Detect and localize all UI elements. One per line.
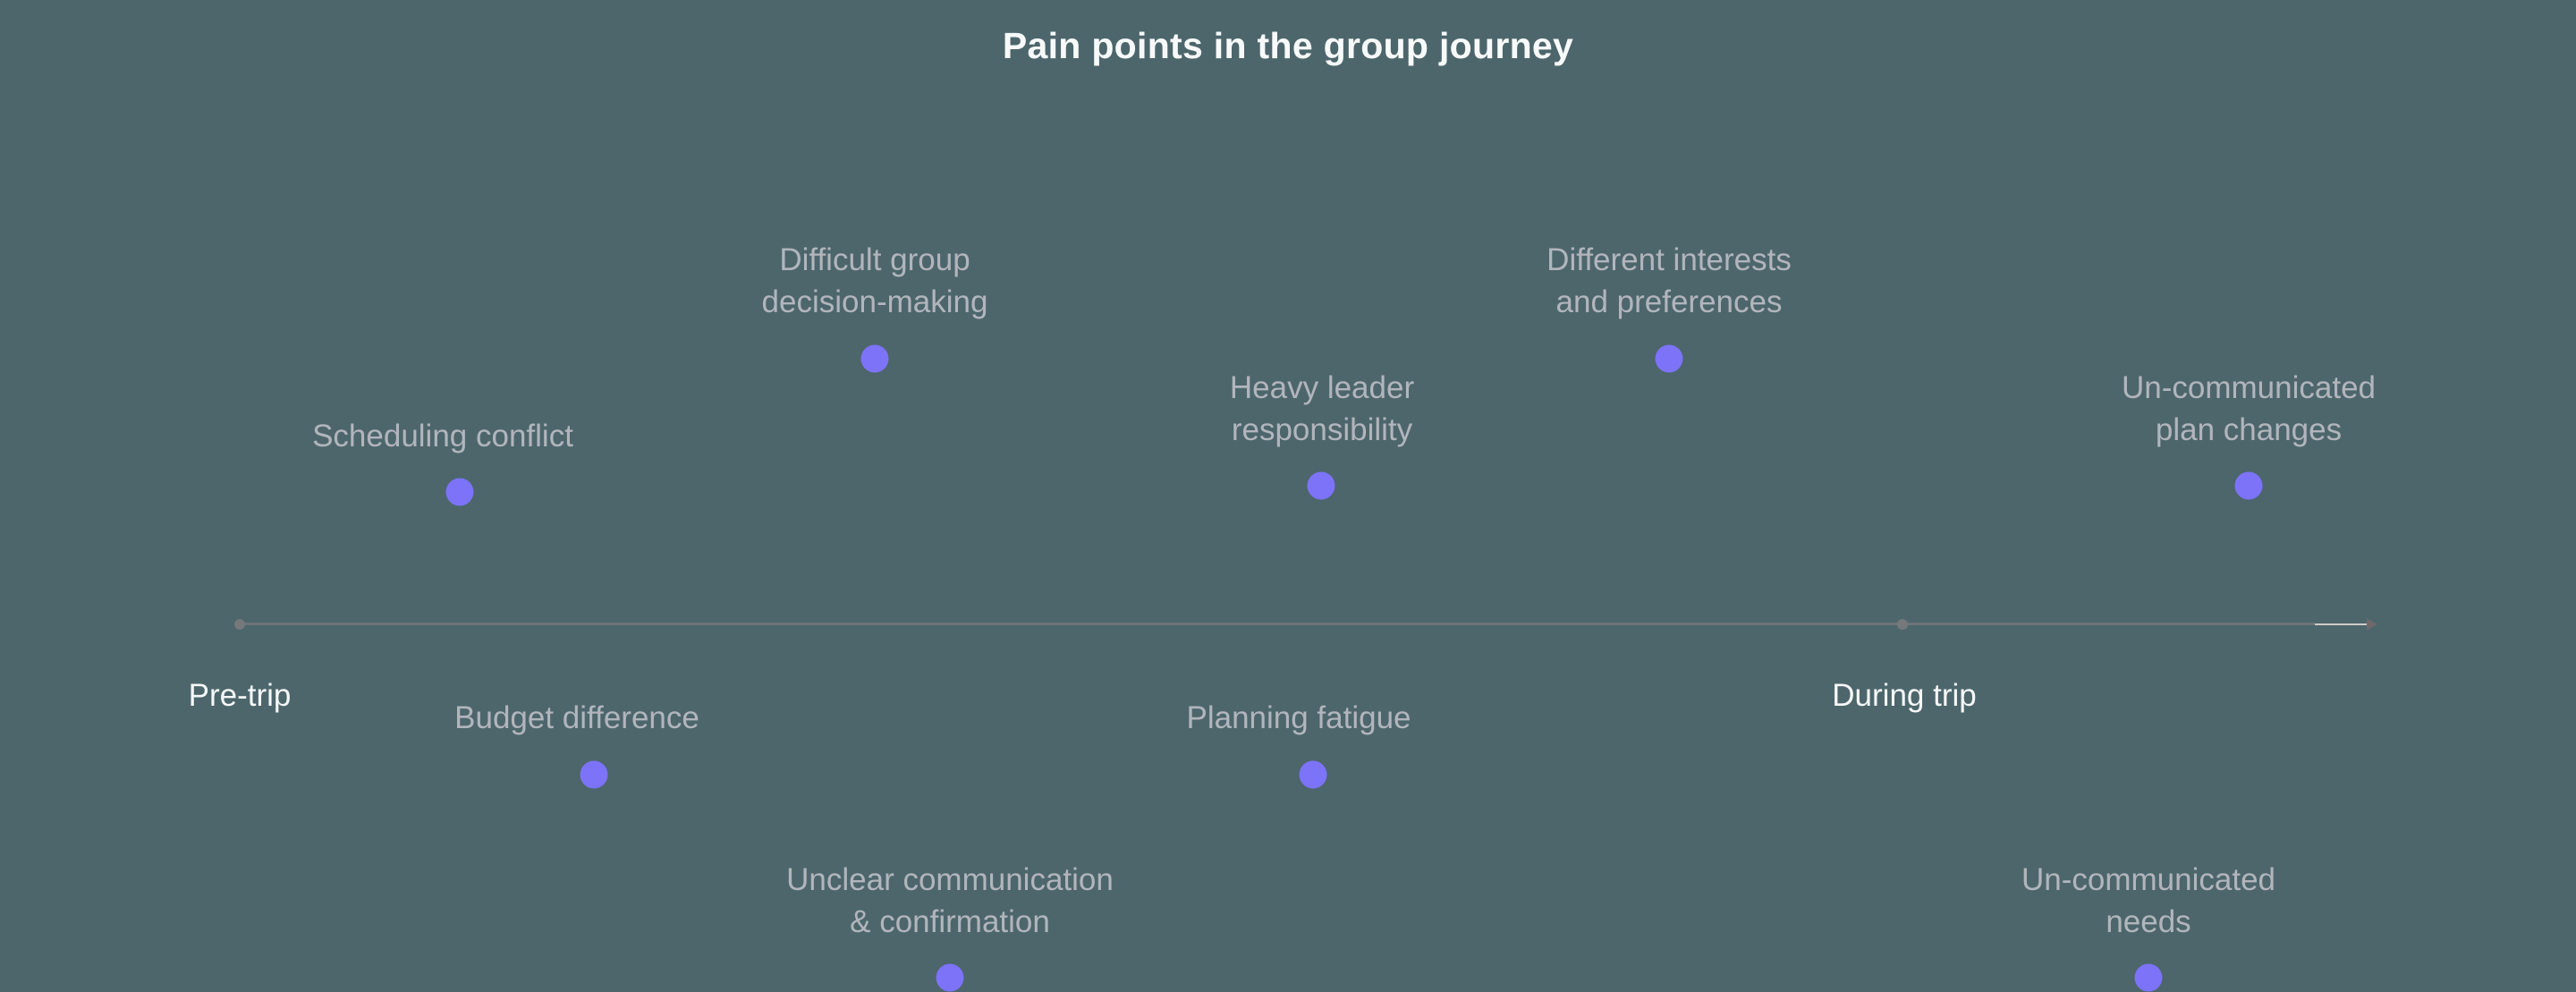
- pain-point-label: Scheduling conflict: [312, 419, 573, 454]
- pain-point-dot: [936, 963, 964, 992]
- phase-label-pre-trip: Pre-trip: [188, 678, 292, 713]
- pain-point-label: Un-communicated plan changes: [2122, 370, 2376, 447]
- pain-point-label: Difficult group decision-making: [761, 242, 988, 319]
- timeline-during-trip-marker: [1897, 619, 1908, 630]
- pain-point-dot: [2234, 471, 2263, 500]
- pain-point-label: Different interests and preferences: [1546, 242, 1792, 319]
- pain-point-dot: [1307, 471, 1335, 500]
- pain-point-dot: [2134, 963, 2163, 992]
- timeline-line: [240, 623, 2315, 625]
- pain-point-label: Planning fatigue: [1186, 700, 1411, 735]
- pain-point-dot: [1299, 760, 1327, 789]
- pain-point-label: Unclear communication & confirmation: [786, 862, 1114, 939]
- pain-point-dot: [860, 344, 889, 373]
- phase-label-during-trip: During trip: [1832, 678, 1977, 713]
- timeline-line-highlight: [2315, 623, 2368, 625]
- pain-point-dot: [580, 760, 608, 789]
- pain-point-dot: [1655, 344, 1683, 373]
- pain-point-label: Un-communicated needs: [2021, 862, 2275, 939]
- pain-point-label: Heavy leader responsibility: [1229, 370, 1415, 447]
- pain-point-dot: [445, 478, 474, 506]
- arrow-right-icon: [2367, 618, 2377, 631]
- pain-point-label: Budget difference: [454, 700, 699, 735]
- timeline-start-marker: [234, 619, 245, 630]
- page-title: Pain points in the group journey: [1002, 25, 1574, 67]
